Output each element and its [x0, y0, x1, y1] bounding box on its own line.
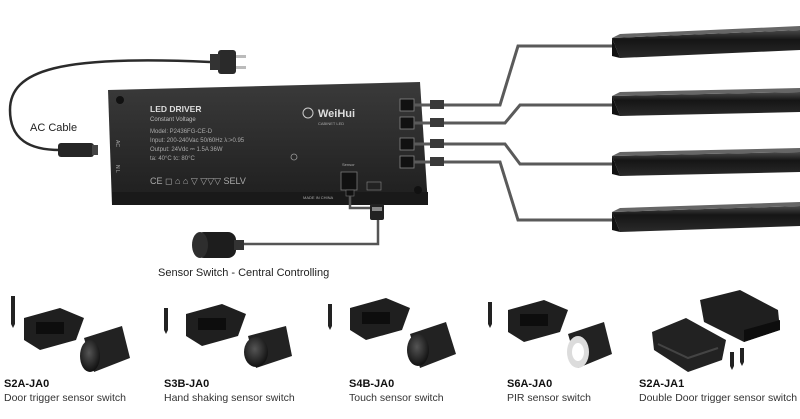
sensor-cap-icon	[407, 322, 456, 368]
product-model-s2a-ja0: S2A-JA0	[4, 378, 50, 390]
cable-connectors	[430, 100, 444, 166]
led-profile-3	[612, 148, 800, 176]
screw-icon	[740, 348, 744, 366]
product-s4b-ja0-image	[328, 298, 456, 368]
fuse-symbol-icon	[290, 153, 298, 161]
driver-temps: ta: 40°C tc: 80°C	[150, 156, 195, 162]
ac-plug-icon	[210, 50, 246, 74]
led-profile-4	[612, 202, 800, 232]
product-s6a-ja0-image	[488, 300, 612, 368]
ac-cable-label: AC Cable	[30, 122, 78, 134]
driver-model: Model: P2436FG-CE-D	[150, 129, 213, 135]
driver-title: LED DRIVER	[150, 104, 201, 114]
svg-text:WeiHui: WeiHui	[318, 108, 355, 120]
screw-icon	[730, 352, 734, 370]
svg-text:AC: AC	[114, 140, 120, 147]
ac-connector-icon	[58, 143, 98, 157]
sensor-switch-icon	[192, 232, 244, 258]
driver-input: Input: 200-240Vac 50/60Hz λ:>0.95	[150, 138, 245, 144]
screw-icon	[164, 308, 168, 334]
product-model-s4b-ja0: S4B-JA0	[349, 378, 395, 390]
made-in-label: MADE IN CHINA	[303, 195, 334, 200]
led-profile-2	[612, 88, 800, 116]
certification-marks: CE ◻ ⌂ ⌂ ▽ ▽▽▽ SELV	[150, 176, 246, 186]
screw-icon	[488, 302, 492, 328]
sensor-connector-icon	[370, 204, 384, 220]
sensor-port-label: Sensor	[342, 162, 355, 167]
led-profile-1	[612, 26, 800, 58]
led-profiles	[612, 26, 800, 232]
product-desc-s2a-ja1: Double Door trigger sensor switch	[639, 392, 798, 404]
weihui-logo-icon: WeiHui CABINET LED	[302, 107, 355, 126]
svg-text:CABINET LED: CABINET LED	[318, 121, 344, 126]
product-model-s3b-ja0: S3B-JA0	[164, 378, 210, 390]
product-s2a-ja0-image	[11, 296, 130, 372]
ac-cable	[8, 59, 211, 152]
sensor-cap-icon	[567, 322, 612, 368]
sensor-cap-icon	[80, 326, 130, 372]
sensor-port-icon	[340, 171, 358, 191]
output-ports	[399, 98, 415, 169]
led-driver: LED DRIVER Constant Voltage Model: P2436…	[108, 82, 428, 205]
sensor-switch-label: Sensor Switch - Central Controlling	[158, 267, 330, 279]
svg-text:N L: N L	[114, 165, 120, 173]
switch-symbol-icon	[366, 181, 382, 191]
driver-output: Output: 24Vdc ⎓ 1.5A 36W	[150, 147, 223, 153]
driver-subtitle: Constant Voltage	[150, 117, 196, 123]
product-desc-s4b-ja0: Touch sensor switch	[349, 392, 444, 404]
screw-icon	[11, 296, 15, 328]
screw-icon	[328, 304, 332, 330]
product-desc-s6a-ja0: PIR sensor switch	[507, 392, 592, 404]
product-s3b-ja0-image	[164, 304, 292, 368]
sensor-cap-icon	[244, 326, 292, 368]
product-model-s2a-ja1: S2A-JA1	[639, 378, 685, 390]
product-model-s6a-ja0: S6A-JA0	[507, 378, 553, 390]
output-cables	[414, 44, 615, 222]
product-s2a-ja1-image	[652, 290, 780, 372]
product-desc-s2a-ja0: Door trigger sensor switch	[4, 392, 126, 404]
product-desc-s3b-ja0: Hand shaking sensor switch	[164, 392, 295, 404]
